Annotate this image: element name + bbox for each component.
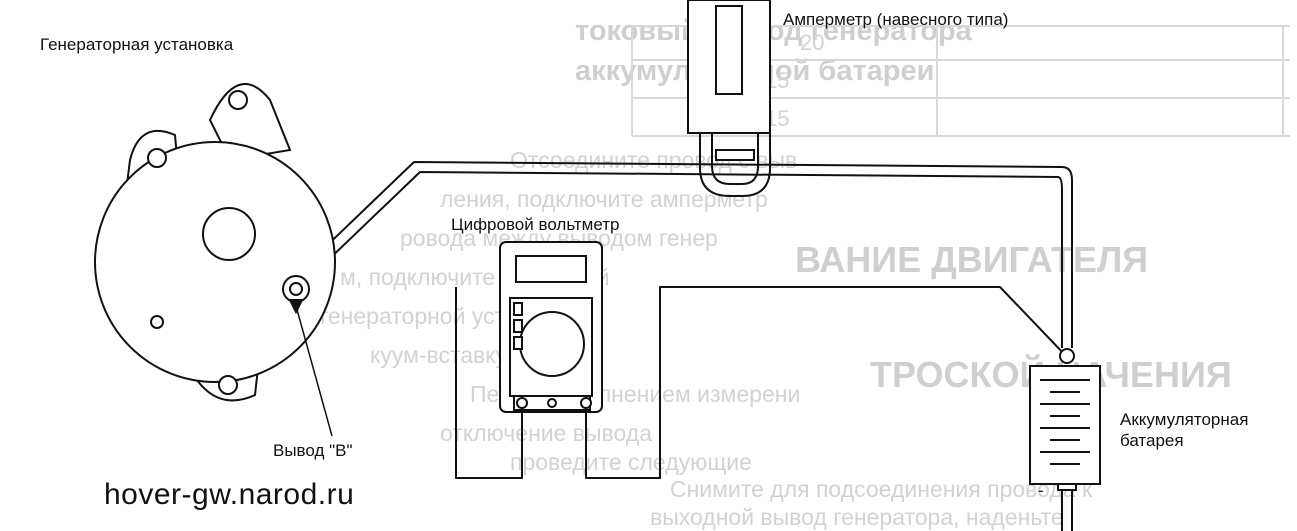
voltmeter-button-1 [513, 302, 523, 316]
ammeter-clamp-inner [711, 133, 759, 185]
ghost-table-cell-0: 20 [800, 30, 824, 55]
ghost-line-10: проведите следующие [510, 449, 752, 475]
ammeter-display [715, 5, 743, 95]
voltmeter-dial [519, 311, 585, 377]
ammeter-hinge [715, 149, 755, 161]
ammeter-label: Амперметр (навесного типа) [783, 10, 1008, 29]
alternator-hole-left [147, 148, 167, 168]
ammeter-clamp-jaw [699, 133, 771, 197]
alternator-hole-top [228, 90, 248, 110]
terminal-b-bolt [289, 282, 303, 296]
voltmeter-label: Цифровой вольтметр [451, 215, 619, 234]
background-bleed-text: токовый вывод генератора аккумуляторной … [320, 15, 1290, 530]
voltmeter-lead-right [585, 286, 1067, 479]
voltmeter-button-3 [513, 336, 523, 350]
voltmeter-jack-com [516, 397, 528, 409]
ghost-line-7: куум-вставку) [370, 342, 515, 368]
battery [1029, 348, 1101, 491]
ghost-line-14: выходной вывод генератора, наденьте [650, 504, 1064, 530]
main-cable-outer [291, 161, 1073, 348]
alternator [94, 83, 336, 402]
alternator-body [94, 141, 336, 383]
battery-terminal-plus [1059, 348, 1075, 364]
alternator-hole-lower-left [150, 315, 164, 329]
voltmeter-lead-left [455, 287, 523, 479]
battery-cells [1040, 379, 1090, 465]
alternator-label: Генераторная установка [40, 35, 234, 54]
battery-label-line1: Аккумуляторная [1120, 410, 1248, 429]
voltmeter-button-2 [513, 319, 523, 333]
battery-terminal-minus [1057, 483, 1077, 491]
voltmeter-jack-v [580, 397, 592, 409]
main-cable-inner [299, 171, 1063, 348]
ghost-line-9: отключение вывода [440, 420, 652, 446]
terminal-b-label: Вывод "B" [273, 441, 353, 460]
battery-label-line2: батарея [1120, 431, 1184, 450]
terminal-b-leader [295, 305, 333, 437]
watermark-text: hover-gw.narod.ru [104, 478, 355, 511]
digital-voltmeter [499, 241, 603, 413]
ghost-line-0: токовый вывод генератора [575, 15, 973, 47]
wiring [291, 161, 1073, 531]
battery-minus-label: - [1038, 481, 1044, 500]
ghost-line-13: Снимите для подсоединения провода к [670, 476, 1093, 502]
alternator-pulley [202, 207, 256, 261]
voltmeter-jack-mid [547, 398, 557, 408]
ghost-line-3: ления, подключите амперметр [440, 186, 768, 212]
battery-case [1029, 365, 1101, 485]
ghost-heading-0: ВАНИЕ ДВИГАТЕЛЯ [795, 239, 1148, 280]
alternator-hole-bottom [218, 375, 238, 395]
voltmeter-display [515, 255, 587, 283]
clamp-ammeter [687, 0, 771, 197]
negative-cable [1061, 486, 1073, 531]
